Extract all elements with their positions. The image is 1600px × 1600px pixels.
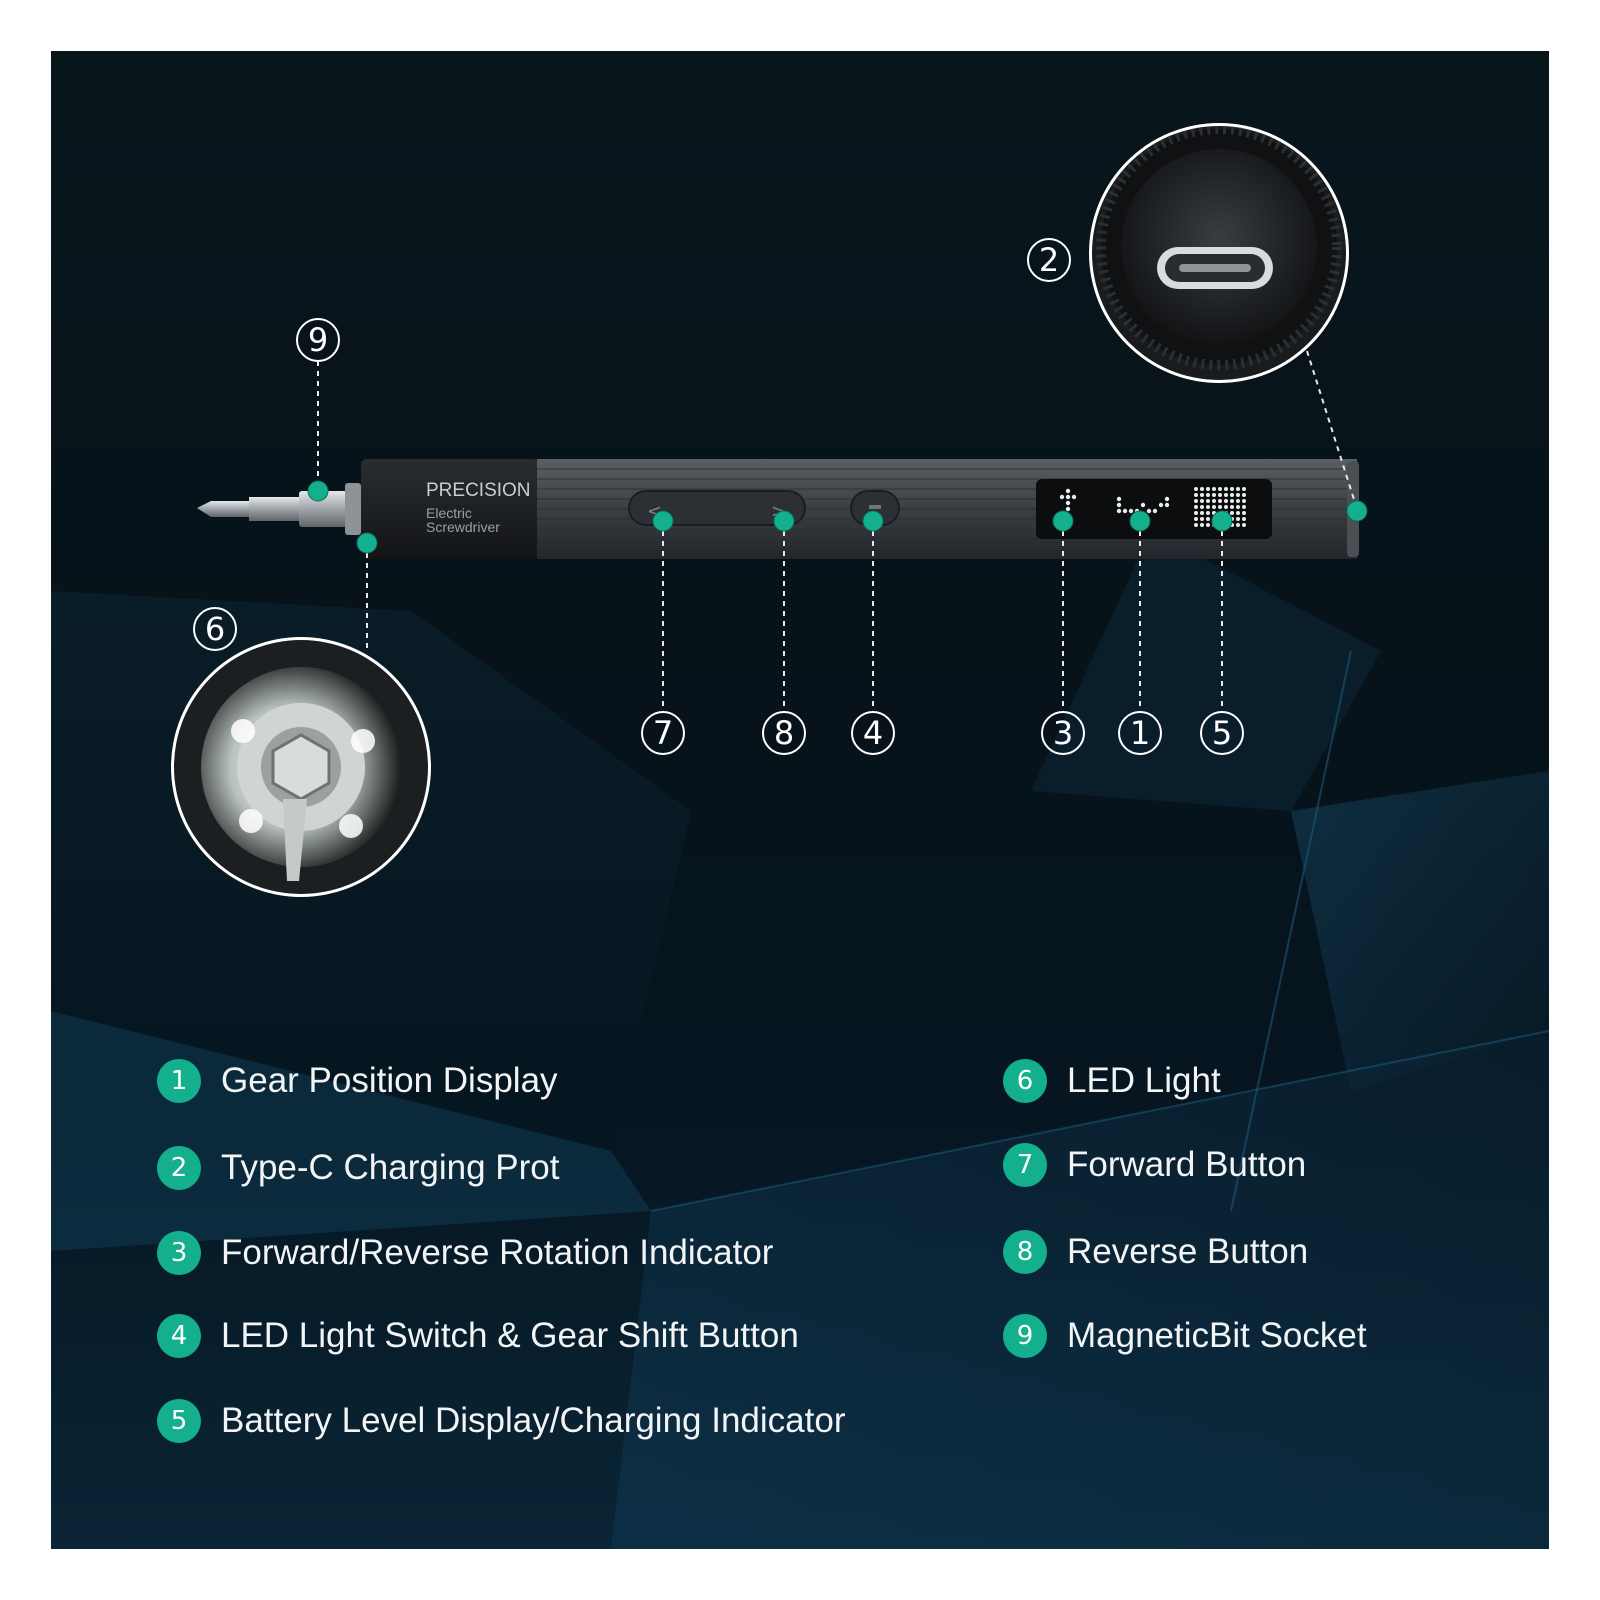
callout-5-number: 5 [1212,714,1232,752]
callout-3: 3 [1041,711,1085,755]
subtitle-text-1: Electric [426,505,472,521]
legend-badge: 5 [157,1399,201,1443]
callout-8-number: 8 [774,714,794,752]
dot-led [356,532,378,554]
callout-8: 8 [762,711,806,755]
callout-7: 7 [641,711,685,755]
callout-lines [317,350,1358,713]
legend-label: Battery Level Display/Charging Indicator [221,1401,846,1440]
type-c-port-detail [1089,123,1349,383]
callout-9-number: 9 [308,321,328,359]
dot-rotation-indicator [1052,510,1074,532]
gear-position-glyph [1116,496,1170,514]
legend-badge: 9 [1003,1314,1047,1358]
front-cap: PRECISION Electric Screwdriver [361,459,539,559]
screwdriver-bit [197,483,361,535]
legend-item-7: 7 Forward Button [1003,1143,1306,1187]
callout-1: 1 [1118,711,1162,755]
legend-badge: 4 [157,1314,201,1358]
legend-item-5: 5 Battery Level Display/Charging Indicat… [157,1399,845,1443]
dot-forward-button [652,510,674,532]
background-shapes [51,531,1549,1549]
legend-badge: 7 [1003,1143,1047,1187]
callout-dots [307,480,1368,554]
legend-label: LED Light [1067,1061,1221,1100]
legend-label: LED Light Switch & Gear Shift Button [221,1316,799,1355]
brand-text: PRECISION [426,480,531,501]
dot-battery-display [1211,510,1233,532]
callout-5: 5 [1200,711,1244,755]
subtitle-text-2: Screwdriver [426,519,500,535]
legend-badge: 8 [1003,1230,1047,1274]
legend-label: Type-C Charging Prot [221,1148,560,1187]
callout-4-number: 4 [863,714,883,752]
direction-button[interactable]: < > [628,490,806,526]
legend-label: MagneticBit Socket [1067,1316,1367,1355]
legend-badge: 1 [157,1059,201,1103]
legend-badge: 6 [1003,1059,1047,1103]
callout-1-number: 1 [1130,714,1150,752]
dot-charging-port [1346,500,1368,522]
legend-badge: 3 [157,1231,201,1275]
callout-3-number: 3 [1053,714,1073,752]
legend-item-8: 8 Reverse Button [1003,1230,1308,1274]
screwdriver-diagram: PRECISION Electric Screwdriver < [171,123,1368,897]
led-light-detail [171,637,431,897]
legend-item-1: 1 Gear Position Display [157,1059,558,1103]
dot-matrix-display [1036,479,1272,539]
callout-6-number: 6 [205,610,225,648]
legend-item-4: 4 LED Light Switch & Gear Shift Button [157,1314,799,1358]
legend-item-2: 2 Type-C Charging Prot [157,1146,559,1190]
legend-label: Reverse Button [1067,1232,1309,1271]
legend-label: Forward/Reverse Rotation Indicator [221,1233,774,1272]
legend-badge: 2 [157,1146,201,1190]
legend-label: Forward Button [1067,1145,1307,1184]
dot-reverse-button [773,510,795,532]
callout-2: 2 [1027,238,1071,282]
dot-gear-display [1129,510,1151,532]
dot-bit-socket [307,480,329,502]
callout-2-number: 2 [1039,241,1059,279]
callout-4: 4 [851,711,895,755]
product-infographic: PRECISION Electric Screwdriver < [51,51,1549,1549]
callout-6: 6 [193,607,237,651]
callout-7-number: 7 [653,714,673,752]
legend-item-6: 6 LED Light [1003,1059,1221,1103]
legend-label: Gear Position Display [221,1061,558,1100]
callout-9: 9 [296,318,340,362]
legend-item-3: 3 Forward/Reverse Rotation Indicator [157,1231,773,1275]
legend-item-9: 9 MagneticBit Socket [1003,1314,1367,1358]
dot-led-switch [862,510,884,532]
